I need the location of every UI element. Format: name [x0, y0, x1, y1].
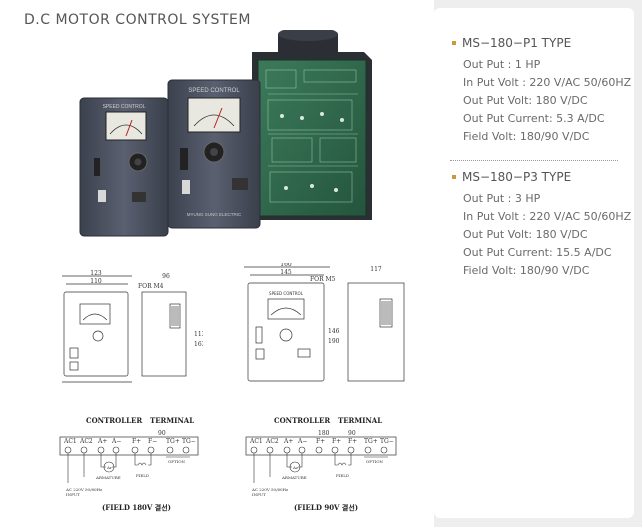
dim-width-top: 123 — [90, 270, 102, 277]
spec-line: In Put Volt : 220 V/AC 50/60HZ — [463, 210, 632, 223]
wiring-armature-label: ARMATURE — [281, 475, 307, 480]
spec-line: Field Volt: 180/90 V/DC — [463, 264, 590, 277]
svg-text:A+: A+ — [283, 438, 293, 445]
svg-text:F+: F+ — [332, 438, 341, 445]
svg-text:F+: F+ — [132, 438, 141, 445]
brand-label: MYUNG SUNG ELECTRIC — [187, 212, 242, 217]
spec-type-title: MS−180−P3 TYPE — [462, 170, 572, 184]
spec-panel: MS−180−P1 TYPE Out Put : 1 HP In Put Vol… — [434, 8, 634, 518]
spec-line: Out Put : 3 HP — [463, 192, 541, 205]
wiring-diagram-field-90v: CONTROLLER TERMINAL 180 90 AC1 AC2 A+ A−… — [245, 416, 397, 512]
spec-type-title: MS−180−P1 TYPE — [462, 36, 572, 50]
dim-width-top: 160 — [280, 263, 292, 268]
wiring-header-controller: CONTROLLER — [86, 416, 142, 425]
wiring-top-number: 90 — [348, 430, 356, 437]
page-title: D.C MOTOR CONTROL SYSTEM — [24, 12, 251, 28]
svg-text:AC1: AC1 — [63, 438, 77, 445]
wiring-top-number: 90 — [158, 430, 166, 437]
dim-height-b: 190 — [328, 338, 340, 345]
svg-text:TG−: TG− — [182, 438, 196, 445]
wiring-input-note: AC 220V 50/60Hz — [65, 487, 102, 492]
wiring-armature-label: ARMATURE — [95, 475, 121, 480]
svg-text:F−: F− — [148, 438, 157, 445]
left-panel: D.C MOTOR CONTROL SYSTEM — [0, 0, 434, 527]
svg-text:AC1: AC1 — [249, 438, 263, 445]
drawing-unit-label: SPEED CONTROL — [269, 291, 304, 296]
wiring-footer: (FIELD 90V 결선) — [294, 503, 358, 512]
wiring-field-label: FIELD — [336, 473, 349, 478]
bullet-icon — [452, 175, 456, 179]
spec-line: Field Volt: 180/90 V/DC — [463, 130, 590, 143]
svg-text:AC2: AC2 — [79, 438, 93, 445]
spec-divider — [450, 160, 618, 161]
svg-text:F+: F+ — [348, 438, 357, 445]
wiring-diagram-field-180v: CONTROLLER TERMINAL 90 AC1 AC2 A+ A− F+ … — [59, 416, 199, 512]
svg-text:TG+: TG+ — [364, 438, 378, 445]
wiring-option-label: OPTION — [366, 459, 383, 464]
dim-width-inner: 145 — [280, 269, 292, 276]
wiring-input-note-2: INPUT — [252, 492, 266, 497]
product-photo: SPEED CONTROL MYUNG SUNG ELECTRIC SPEED … — [79, 30, 372, 237]
bullet-icon — [452, 41, 456, 45]
svg-text:A−: A− — [111, 438, 121, 445]
pcb-unit — [252, 30, 372, 220]
spec-line: Out Put Current: 5.3 A/DC — [463, 112, 605, 125]
svg-text:F+: F+ — [316, 438, 325, 445]
wiring-input-note: AC 220V 50/60Hz — [251, 487, 288, 492]
spec-block-p1: MS−180−P1 TYPE Out Put : 1 HP In Put Vol… — [452, 36, 632, 146]
wiring-top-number: 180 — [318, 430, 330, 437]
spec-line: Out Put : 1 HP — [463, 58, 541, 71]
svg-text:A+: A+ — [97, 438, 107, 445]
dim-depth: 96 — [162, 273, 170, 280]
small-unit-label: SPEED CONTROL — [103, 104, 146, 110]
wiring-footer: (FIELD 180V 결선) — [102, 503, 171, 512]
spec-line: In Put Volt : 220 V/AC 50/60HZ — [463, 76, 632, 89]
dimension-drawing-small: 123 110 96 FOR M4 113 163 — [62, 270, 203, 383]
dim-height-b: 163 — [194, 341, 203, 348]
spec-block-p3: MS−180−P3 TYPE Out Put : 3 HP In Put Vol… — [452, 170, 632, 280]
wiring-option-label: OPTION — [168, 459, 185, 464]
dim-width-inner: 110 — [90, 278, 102, 285]
dim-height-a: 113 — [194, 331, 203, 338]
svg-text:TG+: TG+ — [166, 438, 180, 445]
spec-line: Out Put Current: 15.5 A/DC — [463, 246, 612, 259]
wiring-header-terminal: TERMINAL — [150, 416, 194, 425]
wiring-input-note-2: INPUT — [66, 492, 80, 497]
svg-text:A−: A− — [297, 438, 307, 445]
large-unit-label: SPEED CONTROL — [188, 88, 240, 94]
svg-text:TG−: TG− — [380, 438, 394, 445]
terminal-labels: AC1 AC2 A+ A− F+ F+ F+ TG+ TG− — [249, 438, 394, 445]
terminal-labels: AC1 AC2 A+ A− F+ F− TG+ TG− — [63, 438, 196, 445]
wiring-motor-label: Az — [292, 465, 298, 470]
small-speed-control-unit: SPEED CONTROL — [79, 97, 169, 237]
wiring-field-label: FIELD — [136, 473, 149, 478]
large-speed-control-unit: SPEED CONTROL MYUNG SUNG ELECTRIC — [167, 79, 261, 229]
svg-text:AC2: AC2 — [265, 438, 279, 445]
spec-line: Out Put Volt: 180 V/DC — [463, 228, 588, 241]
dim-for-label: FOR M4 — [138, 283, 164, 290]
wiring-header-terminal: TERMINAL — [338, 416, 382, 425]
wiring-motor-label: Ar — [106, 465, 112, 470]
dim-for-label: FOR M5 — [310, 276, 336, 283]
dimension-drawing-large: 160 145 117 FOR M5 SPEED CONTROL 146 190 — [244, 263, 405, 382]
dim-depth: 117 — [370, 266, 382, 273]
dim-height-a: 146 — [328, 328, 340, 335]
wiring-header-controller: CONTROLLER — [274, 416, 330, 425]
spec-line: Out Put Volt: 180 V/DC — [463, 94, 588, 107]
